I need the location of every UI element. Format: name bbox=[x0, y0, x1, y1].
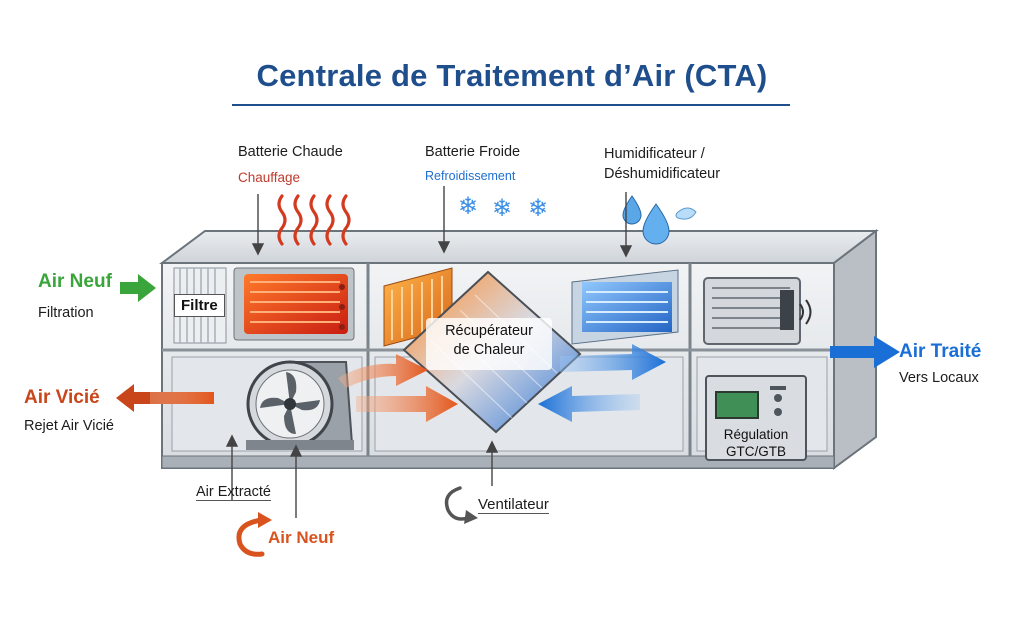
fan-icon bbox=[246, 360, 354, 450]
air-neuf-arrow bbox=[120, 274, 156, 302]
recuperateur-label: Récupérateur bbox=[445, 323, 533, 339]
batterie-chaude-label: Batterie Chaude bbox=[238, 144, 343, 160]
ventilateur-label: Ventilateur bbox=[478, 496, 549, 514]
page-title: Centrale de Traitement d’Air (CTA) bbox=[256, 58, 768, 93]
de-chaleur-label: de Chaleur bbox=[453, 342, 525, 358]
control-panel bbox=[705, 375, 807, 461]
filtre-label: Filtre bbox=[181, 297, 218, 314]
regulation-label: Régulation bbox=[723, 427, 789, 442]
filtration-label: Filtration bbox=[38, 305, 94, 321]
rejet-air-vicie-label: Rejet Air Vicié bbox=[24, 418, 114, 434]
humidificateur-label: Humidificateur / bbox=[604, 146, 705, 162]
filtre-tag: Filtre bbox=[174, 294, 225, 317]
airflow-arrows bbox=[338, 344, 666, 422]
refroidissement-label: Refroidissement bbox=[425, 169, 516, 183]
air-vicie-label: Air Vicié bbox=[24, 387, 100, 408]
snowflake-icon: ❄ ❄ ❄ bbox=[458, 193, 548, 222]
regulation-text: Régulation GTC/GTB bbox=[706, 426, 806, 460]
svg-text:❄: ❄ bbox=[528, 195, 548, 222]
ventilateur-arrow-icon bbox=[444, 486, 478, 524]
chauffage-label: Chauffage bbox=[238, 170, 301, 185]
hot-coil bbox=[233, 267, 355, 341]
svg-text:❄: ❄ bbox=[492, 195, 512, 222]
air-traite-arrow bbox=[830, 336, 900, 368]
air-neuf-label: Air Neuf bbox=[38, 271, 112, 292]
air-vicie-arrow bbox=[116, 384, 214, 412]
title-underline bbox=[232, 104, 790, 106]
gtc-gtb-label: GTC/GTB bbox=[726, 444, 786, 459]
recuperateur-text: Récupérateur de Chaleur bbox=[426, 322, 552, 360]
vers-locaux-label: Vers Locaux bbox=[899, 370, 979, 386]
cold-coil bbox=[571, 269, 679, 345]
humidifier-unit bbox=[703, 277, 812, 345]
air-extracte-label: Air Extracté bbox=[196, 484, 271, 501]
refresh-arrow-icon bbox=[236, 512, 272, 557]
heat-recovery-exchanger bbox=[402, 270, 582, 434]
batterie-froide-label: Batterie Froide bbox=[425, 144, 521, 160]
deshumidificateur-label: Déshumidificateur bbox=[604, 166, 721, 182]
water-drop-icon bbox=[622, 195, 697, 245]
heat-waves-icon bbox=[277, 194, 351, 246]
air-traite-label: Air Traité bbox=[899, 341, 982, 362]
svg-text:❄: ❄ bbox=[458, 193, 478, 220]
air-neuf-bottom-label: Air Neuf bbox=[268, 528, 335, 547]
